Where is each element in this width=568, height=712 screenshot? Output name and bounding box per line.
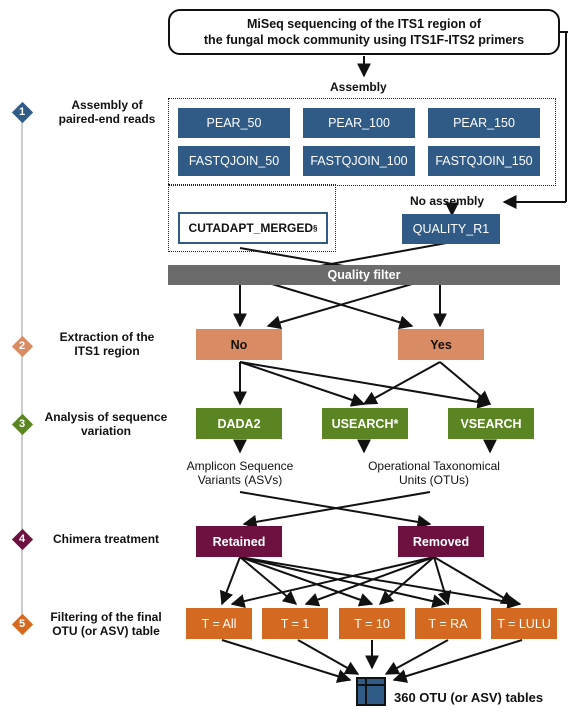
cutadapt-label: CUTADAPT_MERGED bbox=[188, 221, 313, 235]
header-line-1: MiSeq sequencing of the ITS1 region of bbox=[246, 17, 482, 31]
step-1-marker: 1 bbox=[11, 101, 33, 123]
assembly-group-frame bbox=[168, 98, 556, 186]
method-fastqjoin-150: FASTQJOIN_150 bbox=[428, 146, 540, 176]
cutadapt-mark: § bbox=[313, 223, 318, 233]
cutadapt-group-frame bbox=[168, 184, 336, 252]
extraction-no: No bbox=[196, 329, 282, 360]
filter-t-ra: T = RA bbox=[415, 608, 481, 639]
quality-filter-bar: Quality filter bbox=[168, 265, 560, 285]
method-pear-100: PEAR_100 bbox=[303, 108, 415, 138]
extraction-yes: Yes bbox=[398, 329, 484, 360]
result-label: 360 OTU (or ASV) tables bbox=[394, 690, 544, 705]
chimera-removed: Removed bbox=[398, 526, 484, 557]
method-cutadapt-merged: CUTADAPT_MERGED§ bbox=[178, 212, 328, 244]
method-pear-150: PEAR_150 bbox=[428, 108, 540, 138]
method-dada2: DADA2 bbox=[196, 408, 282, 439]
no-assembly-title: No assembly bbox=[410, 194, 485, 208]
method-fastqjoin-50: FASTQJOIN_50 bbox=[178, 146, 290, 176]
step-5-marker: 5 bbox=[11, 613, 33, 635]
step-2-marker: 2 bbox=[11, 335, 33, 357]
assembly-title: Assembly bbox=[330, 80, 387, 94]
method-fastqjoin-100: FASTQJOIN_100 bbox=[303, 146, 415, 176]
filter-t-1: T = 1 bbox=[262, 608, 328, 639]
filter-t-all: T = All bbox=[186, 608, 252, 639]
filter-t-10: T = 10 bbox=[339, 608, 405, 639]
chimera-retained: Retained bbox=[196, 526, 282, 557]
step-3-marker: 3 bbox=[11, 413, 33, 435]
step-4-label: Chimera treatment bbox=[52, 532, 160, 546]
step-4-marker: 4 bbox=[11, 528, 33, 550]
sequencing-header: MiSeq sequencing of the ITS1 region of t… bbox=[168, 9, 560, 55]
filter-t-lulu: T = LULU bbox=[491, 608, 557, 639]
method-quality-r1: QUALITY_R1 bbox=[402, 214, 500, 244]
header-line-2: the fungal mock community using ITS1F-IT… bbox=[203, 33, 525, 47]
method-pear-50: PEAR_50 bbox=[178, 108, 290, 138]
method-vsearch: VSEARCH bbox=[448, 408, 534, 439]
method-usearch: USEARCH* bbox=[322, 408, 408, 439]
table-icon bbox=[356, 677, 386, 706]
